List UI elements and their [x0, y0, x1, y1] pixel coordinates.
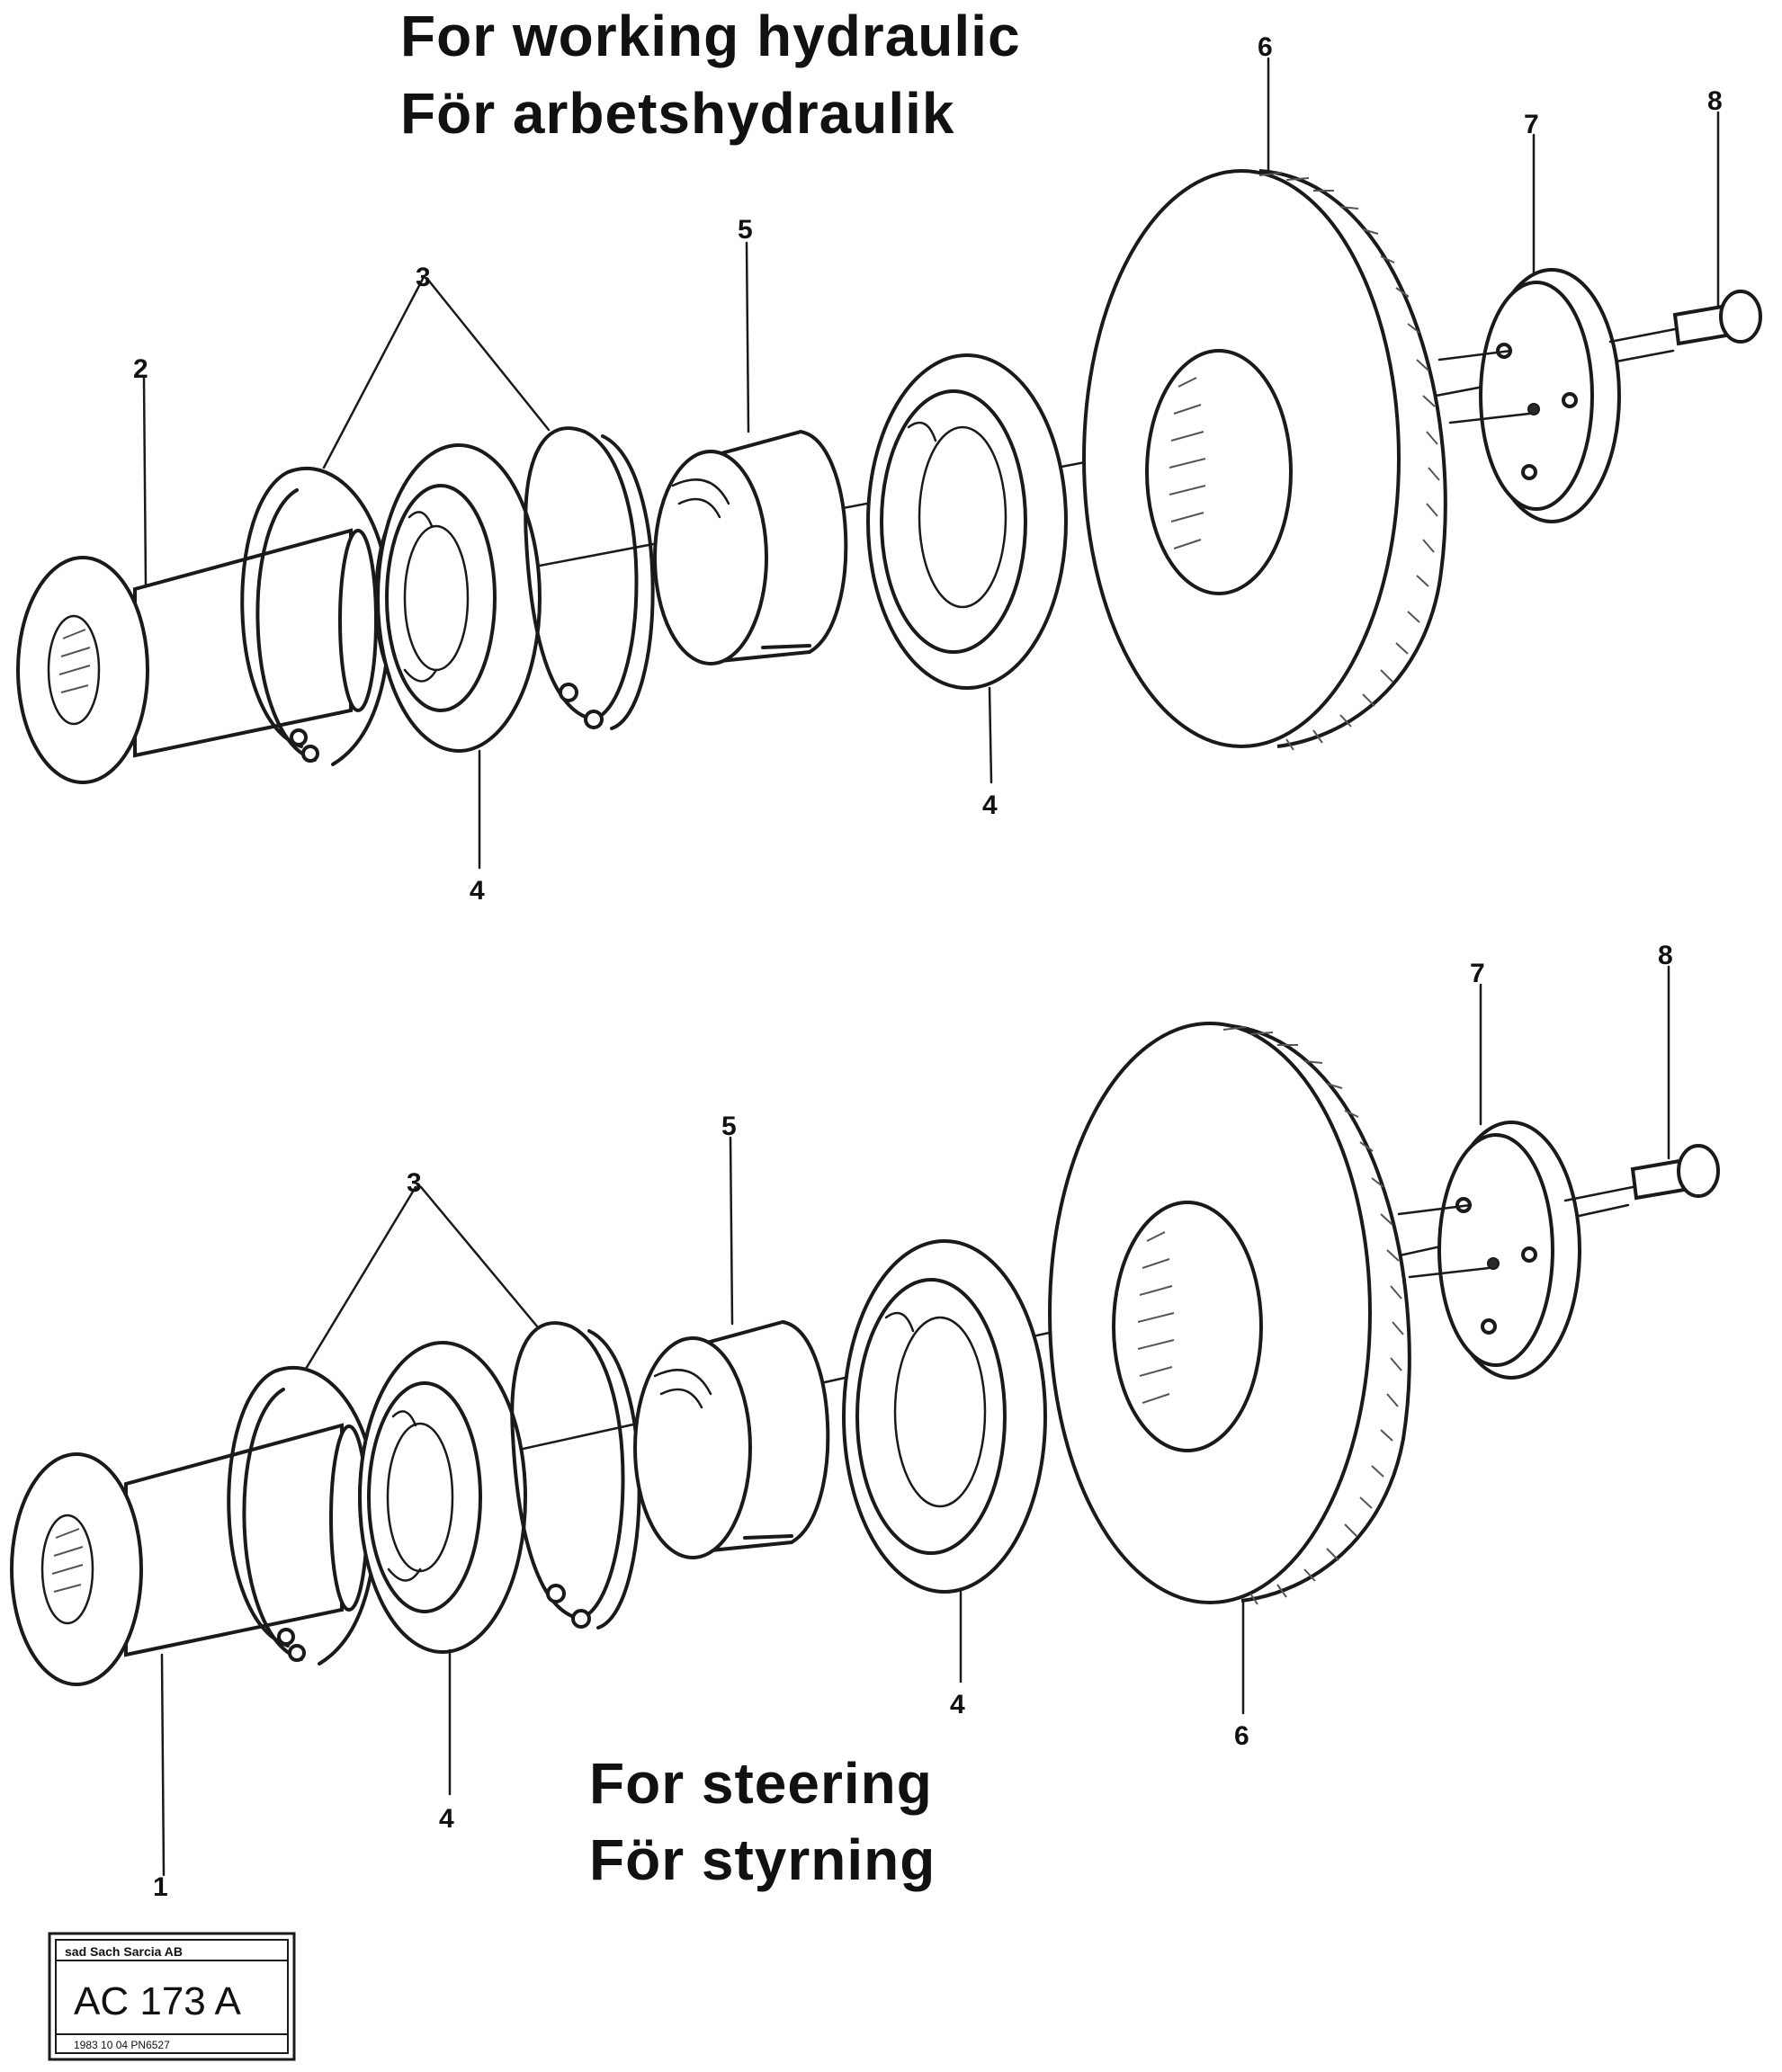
bottom-sleeve: [633, 1319, 830, 1559]
bottom-heading-sv: För styrning: [589, 1827, 936, 1892]
bottom-callout-shaft: 1: [153, 1872, 168, 1902]
bottom-assembly: For steering För styrning: [10, 941, 1720, 1902]
bottom-plate: [1397, 1121, 1581, 1380]
top-callout-bearing-left: 4: [470, 876, 485, 906]
bottom-circlip-right: [510, 1321, 641, 1630]
top-assembly: For working hydraulic För arbetshydrauli…: [16, 4, 1762, 906]
top-shaft: [16, 528, 378, 784]
bottom-gear: [1048, 1022, 1411, 1605]
bottom-circlip-left: [227, 1365, 378, 1666]
top-callout-plate: 7: [1524, 110, 1539, 139]
bottom-heading-en: For steering: [589, 1751, 933, 1816]
top-callout-shaft: 2: [133, 354, 148, 384]
top-leaders: [142, 57, 1720, 870]
bottom-bearing-right: [842, 1239, 1047, 1594]
bottom-callout-bearing-left: 4: [439, 1804, 454, 1834]
reference-stamp: sad Sach Sarcia AB AC 173 A 1983 10 04 P…: [48, 1932, 296, 2061]
top-callout-bearing-right: 4: [982, 790, 998, 820]
top-bearing-right: [866, 353, 1068, 690]
top-circlip-left: [240, 466, 391, 766]
top-gear: [1082, 169, 1447, 751]
top-callout-circlip: 3: [416, 263, 431, 292]
top-plate: [1437, 268, 1621, 523]
top-circlip-right: [524, 426, 655, 730]
bottom-callout-circlip: 3: [407, 1168, 422, 1198]
top-bearing-left: [376, 443, 542, 753]
top-callout-bolt: 8: [1707, 86, 1723, 116]
bottom-callout-bearing-right: 4: [950, 1690, 965, 1719]
top-callout-gear: 6: [1258, 32, 1273, 62]
bottom-callout-bolt: 8: [1658, 941, 1673, 970]
bottom-bearing-left: [358, 1341, 527, 1654]
bottom-callout-plate: 7: [1470, 959, 1485, 988]
top-heading-sv: För arbetshydraulik: [400, 81, 955, 146]
bottom-callout-sleeve: 5: [721, 1112, 737, 1141]
top-heading-en: For working hydraulic: [400, 4, 1021, 68]
bottom-callout-gear: 6: [1234, 1721, 1249, 1751]
stamp-code: AC 173 A: [74, 1979, 242, 2023]
top-sleeve: [653, 429, 848, 665]
stamp-company-text: sad Sach Sarcia AB: [65, 1944, 183, 1959]
bottom-shaft: [10, 1423, 369, 1686]
top-callout-sleeve: 5: [738, 215, 753, 245]
bottom-bolt: [1563, 1144, 1720, 1202]
top-bolt: [1608, 290, 1762, 346]
bottom-leaders: [160, 965, 1670, 1877]
stamp-date-text: 1983 10 04 PN6527: [74, 2039, 170, 2051]
